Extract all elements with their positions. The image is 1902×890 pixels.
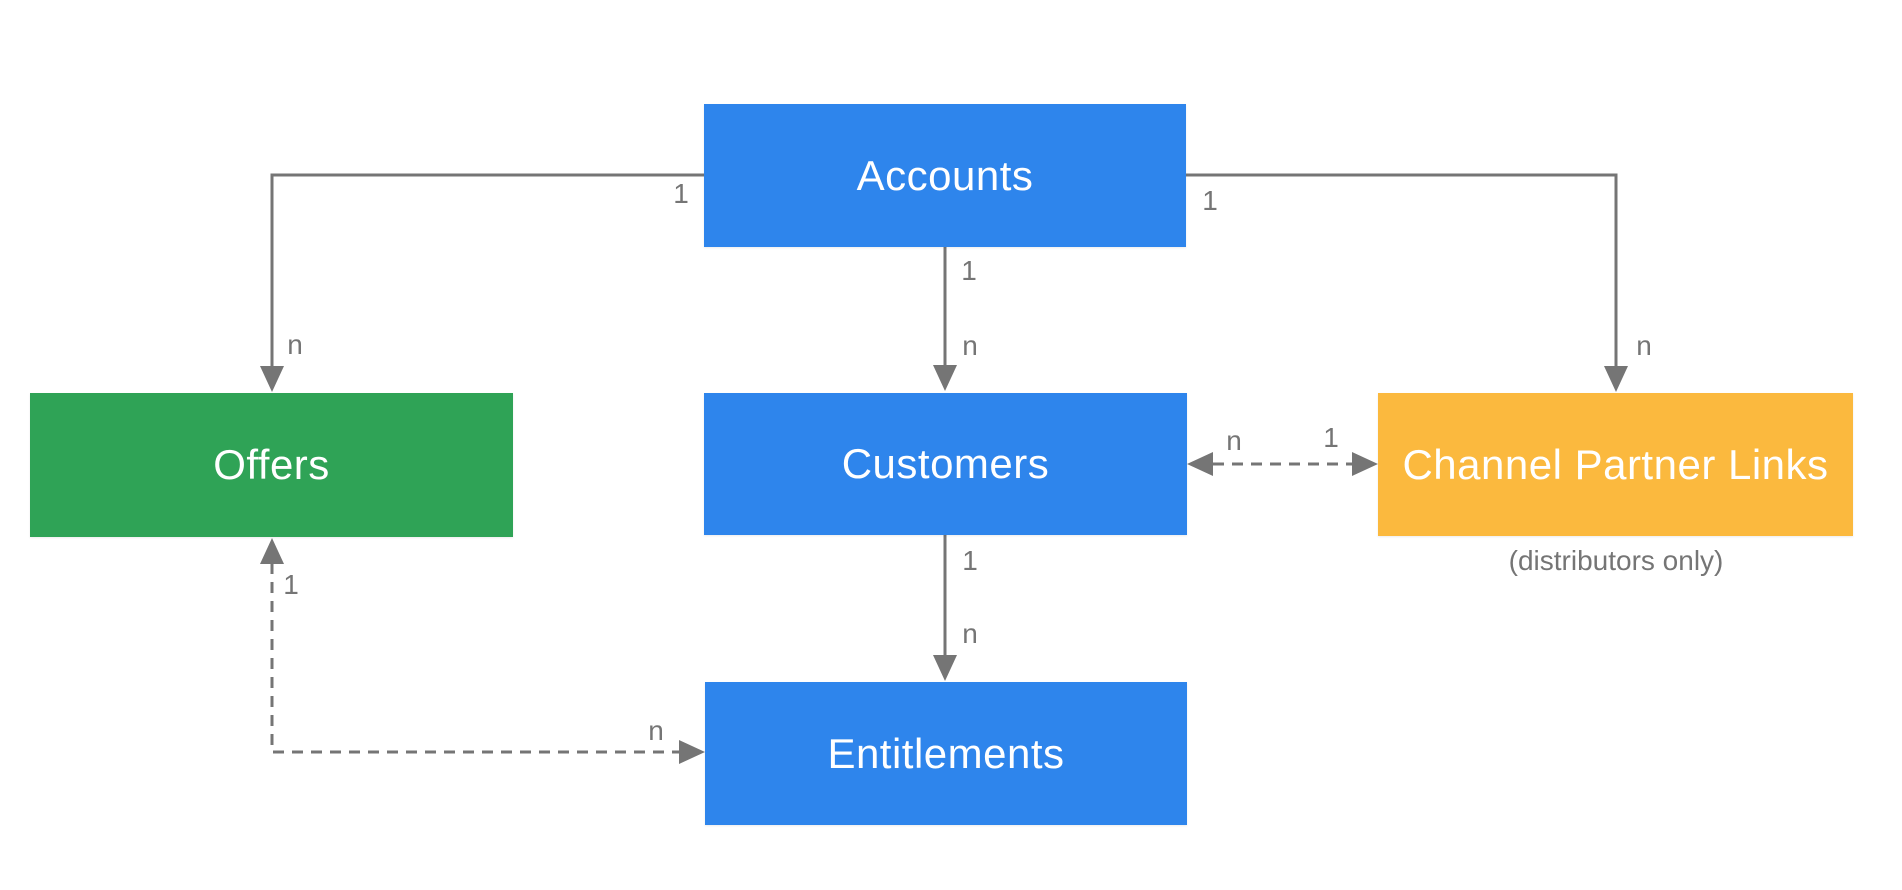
mult-customers-entitlements-n: n — [962, 618, 978, 649]
edge-customers-entitlements-arrowhead-down — [933, 655, 957, 681]
edge-accounts-offers-arrowhead-down — [260, 366, 284, 392]
edge-customers-channel-partner-links — [1187, 452, 1378, 476]
channel-partner-links-note: (distributors only) — [1508, 545, 1724, 576]
mult-accounts-cpl-n: n — [1636, 330, 1652, 361]
mult-accounts-offers-n: n — [287, 329, 303, 360]
mult-customers-entitlements-1: 1 — [962, 545, 978, 576]
node-entitlements: Entitlements — [705, 682, 1187, 825]
edge-offers-entitlements-arrowhead-right — [679, 740, 705, 764]
node-offers-label: Offers — [213, 441, 330, 488]
node-channel-partner-links-label: Channel Partner Links — [1402, 440, 1829, 488]
edge-accounts-channel-partner-links — [1186, 173, 1628, 392]
mult-accounts-customers-n: n — [962, 330, 978, 361]
node-accounts: Accounts — [704, 104, 1186, 247]
edge-offers-entitlements-line — [270, 563, 679, 754]
node-accounts-label: Accounts — [856, 151, 1034, 199]
node-channel-partner-links: Channel Partner Links — [1378, 393, 1853, 536]
mult-customers-cpl-n: n — [1226, 425, 1242, 456]
node-customers-label: Customers — [841, 440, 1050, 487]
edge-accounts-offers — [260, 173, 704, 392]
edge-accounts-customers-arrowhead-down — [933, 365, 957, 391]
edge-customers-cpl-arrowhead-left — [1187, 452, 1213, 476]
mult-offers-entitlements-n: n — [648, 715, 664, 746]
mult-customers-cpl-1: 1 — [1323, 422, 1339, 453]
edge-accounts-cpl-line — [1186, 173, 1618, 366]
edge-offers-entitlements-arrowhead-up — [260, 538, 284, 564]
mult-accounts-cpl-1: 1 — [1202, 185, 1218, 216]
mult-accounts-offers-1: 1 — [673, 178, 689, 209]
edge-accounts-cpl-arrowhead-down — [1604, 366, 1628, 392]
node-offers: Offers — [30, 393, 513, 537]
edge-offers-entitlements — [260, 538, 705, 764]
mult-offers-entitlements-1: 1 — [283, 569, 299, 600]
node-entitlements-label: Entitlements — [827, 729, 1065, 777]
edge-customers-entitlements — [933, 535, 957, 681]
edge-customers-cpl-arrowhead-right — [1352, 452, 1378, 476]
mult-accounts-customers-1: 1 — [961, 255, 977, 286]
edge-accounts-offers-line — [270, 173, 704, 366]
node-customers: Customers — [704, 393, 1187, 535]
edge-accounts-customers — [933, 247, 957, 391]
